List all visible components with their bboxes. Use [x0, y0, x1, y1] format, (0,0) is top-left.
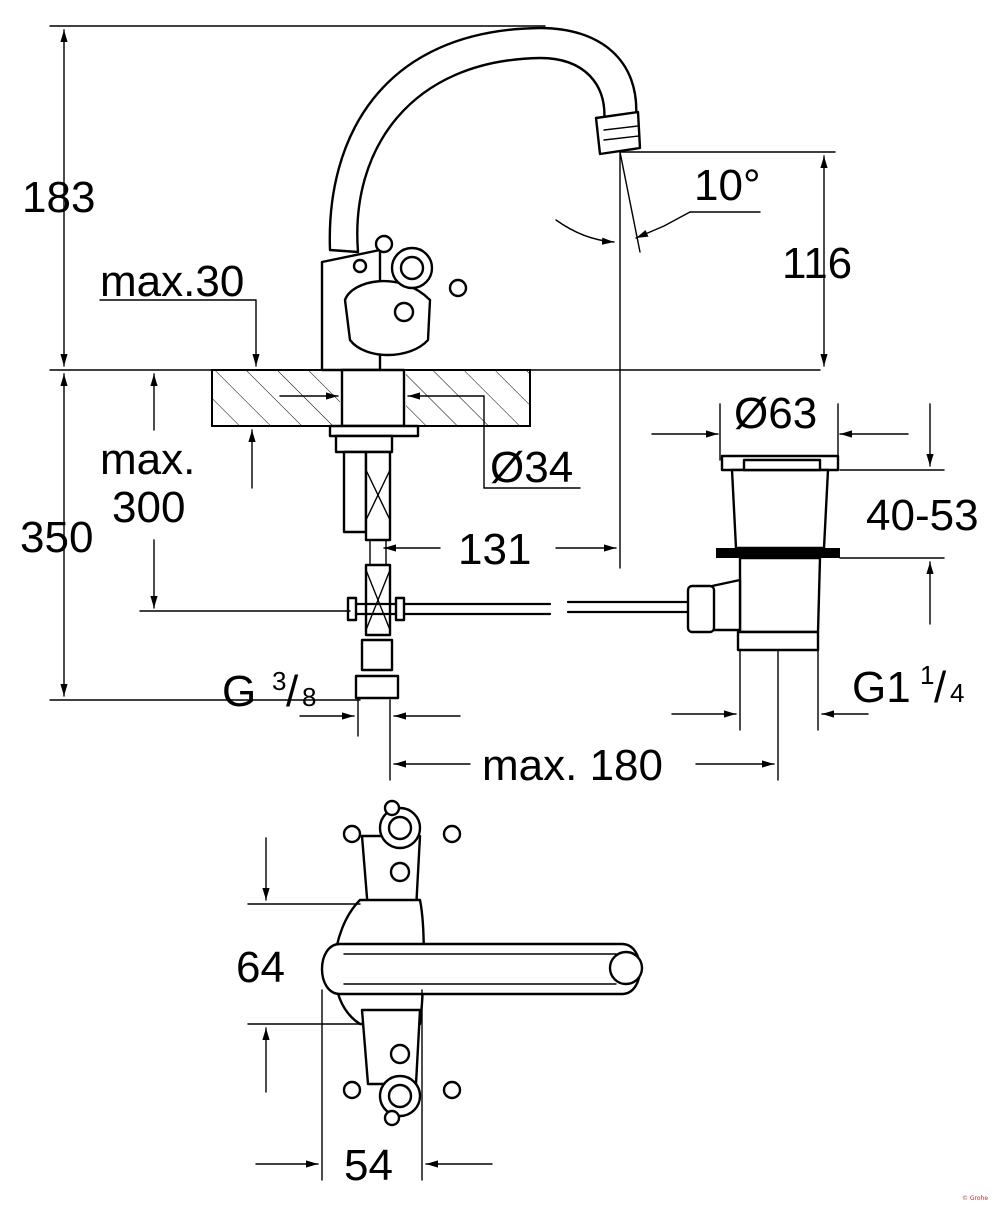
label-g38-den: 8	[302, 682, 316, 712]
dim-line-d34-right	[407, 392, 485, 489]
spout	[328, 26, 642, 254]
supply-hose	[354, 539, 400, 700]
waste-rod	[346, 596, 692, 622]
label-64: 64	[236, 943, 285, 992]
label-max180: max. 180	[482, 741, 663, 790]
label-g38-slash: /	[286, 667, 299, 716]
label-54: 54	[344, 1141, 393, 1190]
label-10deg: 10°	[694, 161, 761, 210]
dimension-labels: 183 116 10° max.30 max. 300 350 Ø34 131 …	[20, 161, 988, 1202]
faucet-body	[320, 234, 468, 372]
label-max30: max.30	[100, 257, 244, 306]
label-131: 131	[458, 525, 531, 574]
label-g114-g: G1	[852, 663, 911, 712]
label-g38-g: G	[222, 667, 256, 716]
label-d63: Ø63	[734, 389, 817, 438]
label-116: 116	[782, 239, 852, 288]
angle-arc-right	[635, 211, 691, 239]
shank	[328, 368, 420, 542]
label-g114-den: 4	[950, 678, 964, 708]
plan-handle-top	[342, 799, 462, 912]
label-183: 183	[22, 173, 95, 222]
label-max: max.	[100, 435, 195, 484]
side-elevation	[49, 25, 945, 781]
label-g114-num: 1	[920, 660, 934, 690]
pop-up-waste	[686, 454, 840, 652]
plan-spout	[320, 942, 642, 996]
dim-line-max30	[99, 299, 260, 367]
angle-arc-left	[555, 219, 615, 245]
label-g114-slash: /	[934, 663, 947, 712]
plan-view	[247, 799, 644, 1181]
label-d34: Ø34	[490, 443, 573, 492]
label-350: 350	[20, 513, 93, 562]
label-g38-num: 3	[272, 666, 286, 696]
label-40-53: 40-53	[866, 491, 979, 540]
label-300: 300	[112, 483, 185, 532]
plan-handle-bottom	[342, 1008, 462, 1127]
watermark: © Grohe	[962, 1195, 988, 1202]
